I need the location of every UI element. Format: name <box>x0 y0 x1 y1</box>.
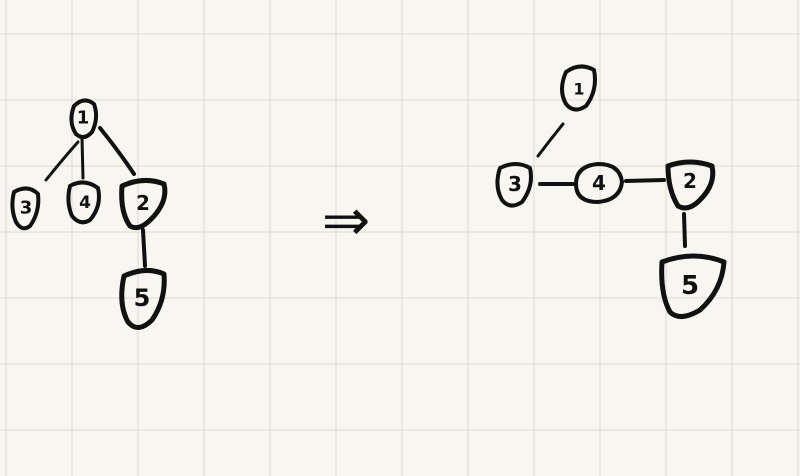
edge-2-5 <box>682 212 687 248</box>
edge-4-2 <box>624 178 666 183</box>
transform-arrow: ⇒ <box>322 186 371 254</box>
node-label: 3 <box>508 172 522 196</box>
node-label: 5 <box>134 284 151 312</box>
node-label: 5 <box>681 271 699 301</box>
node-label: 3 <box>20 198 33 219</box>
edge-1-4 <box>80 136 85 180</box>
node-3: 3 <box>495 162 533 208</box>
node-5: 5 <box>119 268 167 330</box>
node-5: 5 <box>659 253 727 319</box>
edge-1-2 <box>98 126 136 176</box>
node-4: 4 <box>66 180 101 225</box>
node-label: 1 <box>77 108 90 129</box>
node-label: 2 <box>683 169 697 193</box>
node-2: 2 <box>665 159 716 211</box>
node-label: 2 <box>136 191 150 215</box>
node-label: 4 <box>592 171 606 195</box>
node-1: 1 <box>69 98 99 139</box>
node-label: 1 <box>573 80 584 99</box>
after-tree: 1 3 4 2 5 <box>495 64 727 319</box>
node-3: 3 <box>10 186 41 231</box>
before-tree: 1 3 4 2 5 <box>10 98 168 330</box>
node-label: 4 <box>79 193 91 213</box>
edge-2-5 <box>141 228 147 268</box>
edge-1-3 <box>536 122 565 158</box>
edge-1-3 <box>44 140 80 182</box>
node-1: 1 <box>560 64 597 112</box>
node-4: 4 <box>574 162 624 204</box>
node-2: 2 <box>119 178 168 231</box>
